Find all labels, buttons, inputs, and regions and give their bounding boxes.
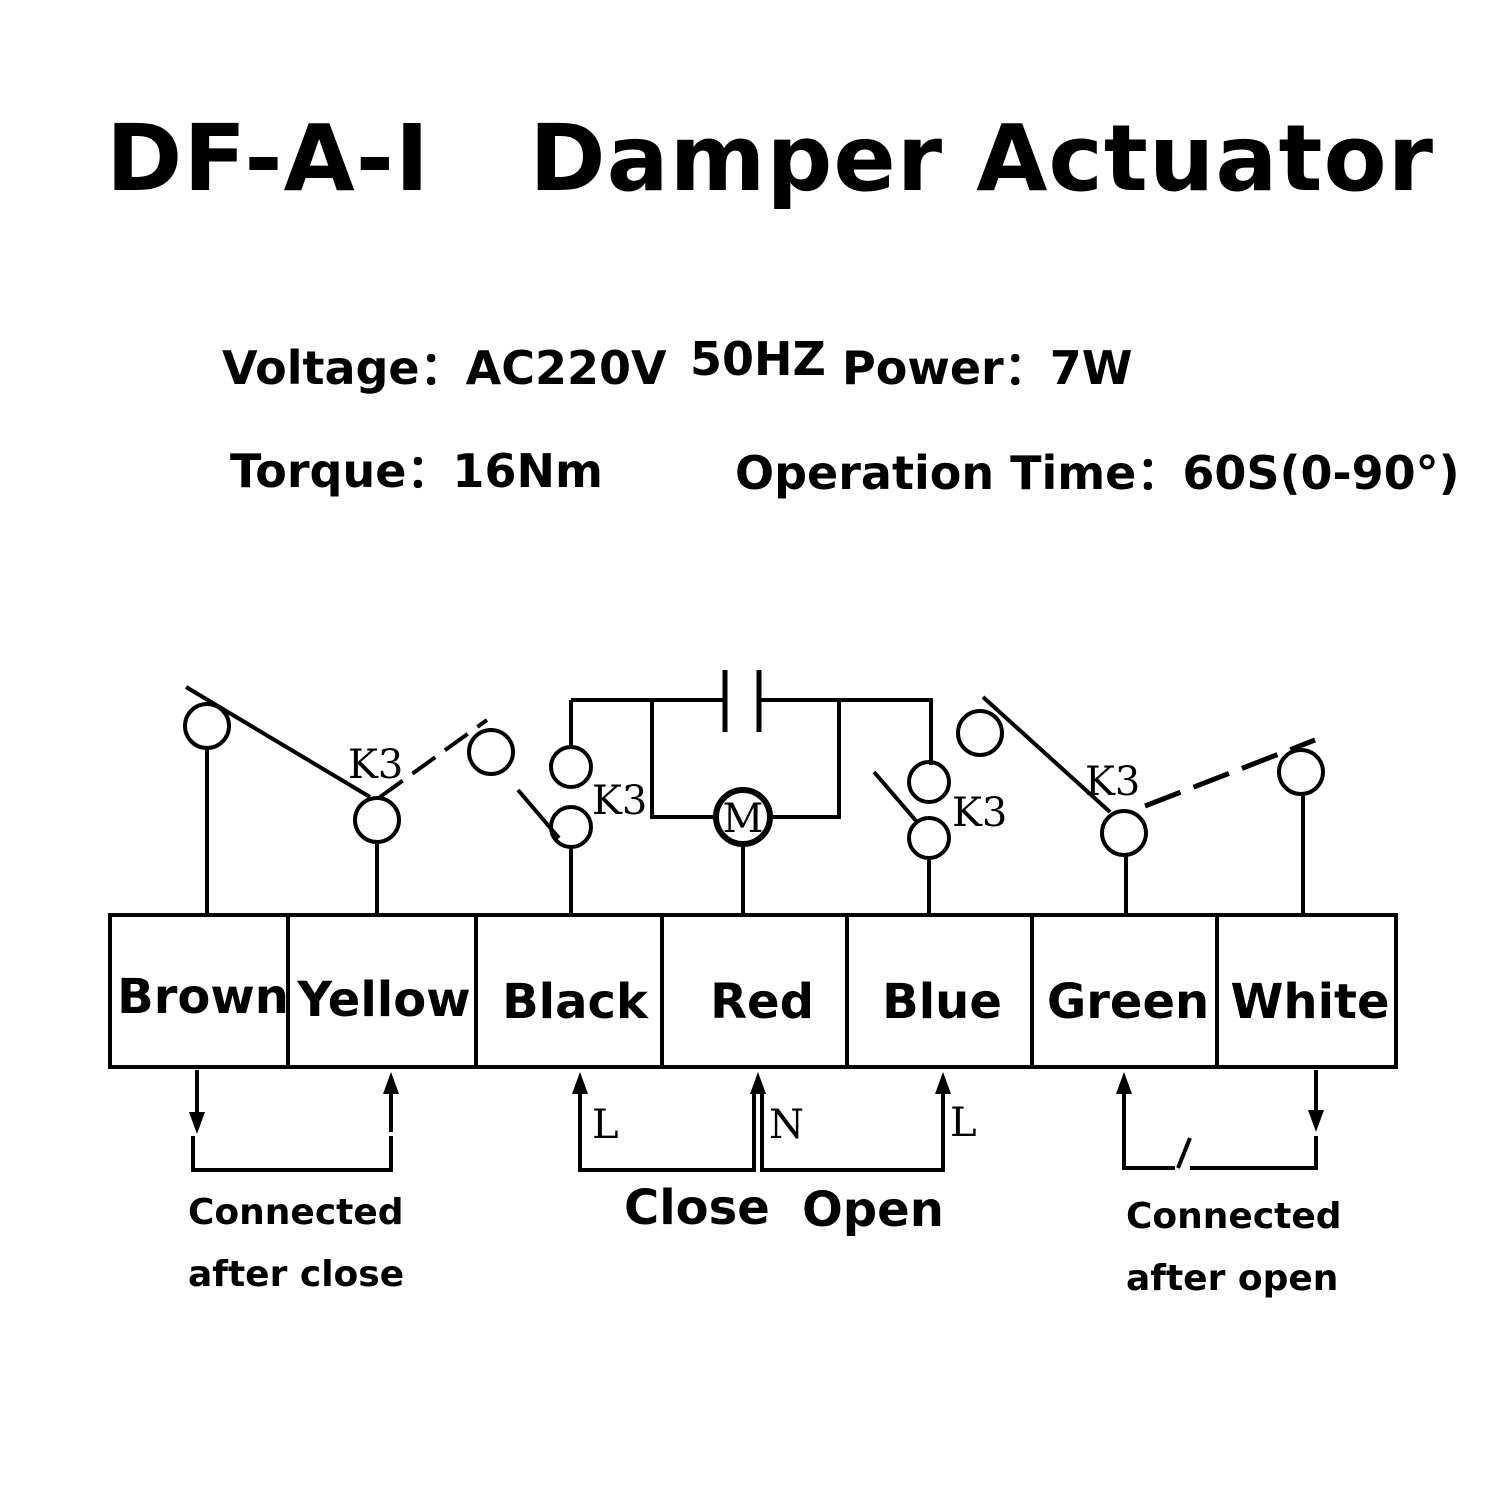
- after-open-bracket-left: [1122, 1140, 1175, 1170]
- switch-label-left: K3: [348, 742, 403, 788]
- after-open-note-line1: Connected: [1126, 1196, 1342, 1237]
- spec-power: Power：7W: [842, 341, 1133, 395]
- spec-frequency: 50HZ: [690, 332, 826, 386]
- left-switch-open-path: [378, 718, 489, 799]
- after-open-note-line2: after open: [1126, 1258, 1338, 1299]
- terminal-label-yellow: Yellow: [296, 972, 470, 1028]
- diagram-title: DF-A-I Damper Actuator: [105, 105, 1435, 212]
- white-contact: [1277, 748, 1325, 796]
- terminal-label-white: White: [1230, 974, 1389, 1030]
- down-arrow-icon: [1308, 1110, 1324, 1132]
- spec-voltage: Voltage：AC220V: [222, 341, 667, 395]
- up-arrow-icon: [750, 1072, 766, 1094]
- line-label-black: L: [592, 1102, 619, 1148]
- after-close-bracket: [191, 1136, 393, 1172]
- terminal-label-green: Green: [1047, 974, 1209, 1030]
- line-label-red: N: [769, 1102, 804, 1148]
- switch-label-blue: K3: [952, 790, 1007, 836]
- yellow-contact: [353, 796, 401, 844]
- switch-label-right: K3: [1085, 759, 1140, 805]
- left-open-contact: [467, 728, 515, 776]
- open-label: Open: [802, 1182, 944, 1238]
- motor-wire-left: [650, 700, 716, 819]
- terminal-block: [108, 913, 1398, 1069]
- left-switch-blade: [184, 685, 372, 799]
- open-bracket: [760, 1090, 945, 1172]
- terminal-label-blue: Blue: [882, 974, 1002, 1030]
- up-arrow-icon: [383, 1072, 399, 1094]
- black-switch-blade: [516, 788, 561, 840]
- terminal-label-red: Red: [710, 974, 814, 1030]
- switch-label-black: K3: [592, 778, 647, 824]
- after-open-bracket-right: [1190, 1136, 1318, 1170]
- right-switch-open-path: [1144, 737, 1316, 809]
- close-bracket: [578, 1090, 756, 1172]
- after-open-switch-mark: [1176, 1137, 1192, 1169]
- right-top-contact: [956, 709, 1004, 757]
- blue-switch-blade: [872, 770, 919, 824]
- spec-operation-time: Operation Time：60S(0-90°): [735, 446, 1460, 500]
- blue-bottom-contact: [907, 816, 951, 860]
- after-close-note-line2: after close: [188, 1254, 404, 1295]
- terminal-label-black: Black: [502, 974, 649, 1030]
- up-arrow-icon: [572, 1072, 588, 1094]
- black-top-contact: [549, 745, 593, 789]
- close-label: Close: [624, 1180, 770, 1236]
- up-arrow-icon: [1116, 1072, 1132, 1094]
- terminal-label-brown: Brown: [117, 969, 289, 1025]
- up-arrow-icon: [935, 1072, 951, 1094]
- cap-wire-right: [759, 698, 933, 765]
- down-arrow-icon: [189, 1112, 205, 1134]
- motor-wire-right: [770, 700, 841, 819]
- blue-top-contact: [907, 760, 951, 804]
- black-bottom-contact: [549, 805, 593, 849]
- brown-contact: [183, 702, 231, 750]
- after-close-note-line1: Connected: [188, 1192, 404, 1233]
- right-switch-blade: [981, 695, 1112, 814]
- green-contact: [1100, 809, 1148, 857]
- motor-label: M: [723, 796, 764, 842]
- line-label-blue: L: [950, 1100, 977, 1146]
- spec-torque: Torque：16Nm: [230, 444, 603, 498]
